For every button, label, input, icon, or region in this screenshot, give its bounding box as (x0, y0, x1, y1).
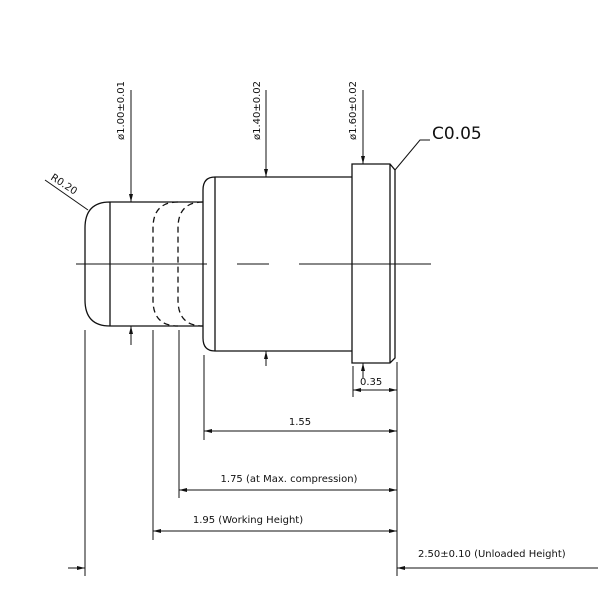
body-section (202, 176, 352, 352)
dim-body-length: 1.55 (289, 417, 311, 428)
callouts: C0.05 R0.20 (44, 124, 482, 211)
dim-diameter-1-60: ø1.60±0.02 (348, 81, 359, 140)
diameter-dimensions: ø1.00±0.01 ø1.40±0.02 ø1.60±0.02 (116, 81, 365, 378)
compression-hidden-lines (152, 201, 204, 327)
dim-chamfer: C0.05 (432, 124, 482, 144)
dim-working-height: 1.95 (Working Height) (193, 515, 303, 526)
length-dimensions: 0.35 1.55 1.75 (at Max. compression) 1.9… (68, 377, 598, 570)
dim-radius: R0.20 (48, 172, 78, 197)
extension-lines (84, 330, 398, 576)
dim-diameter-1-00: ø1.00±0.01 (116, 81, 127, 140)
tip-section (84, 201, 203, 327)
dim-max-compression: 1.75 (at Max. compression) (221, 474, 358, 485)
dim-diameter-1-40: ø1.40±0.02 (252, 81, 263, 140)
dim-flange-thickness: 0.35 (360, 377, 382, 388)
part-outline (76, 163, 431, 364)
dim-unloaded-height: 2.50±0.10 (Unloaded Height) (418, 549, 566, 560)
